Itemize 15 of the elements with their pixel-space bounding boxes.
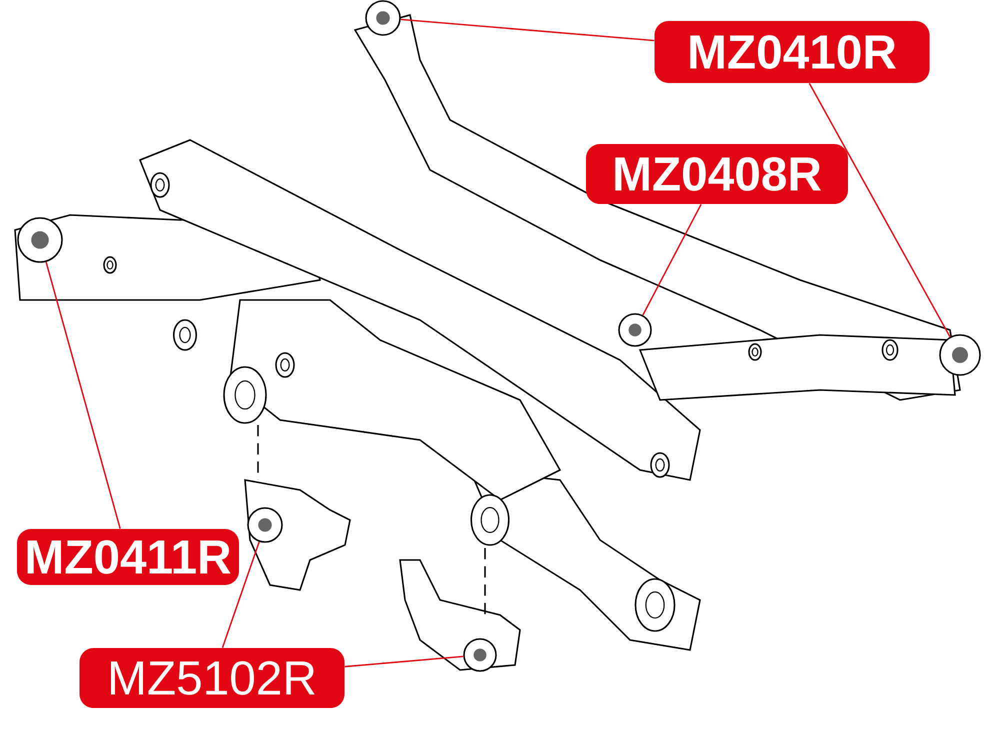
leader-line	[642, 204, 702, 316]
leader-line	[45, 262, 121, 529]
leader-line	[344, 656, 464, 668]
bushing	[618, 313, 652, 347]
bushing	[247, 507, 283, 543]
bushing	[17, 217, 63, 263]
part-number-label: MZ0411R	[17, 529, 239, 585]
part-number-label: MZ0408R	[586, 144, 848, 204]
bushing	[939, 334, 981, 376]
bushing	[365, 0, 401, 36]
bushing	[463, 638, 497, 672]
part-number-label: MZ0410R	[654, 21, 930, 83]
leader-line	[222, 542, 260, 648]
leader-line	[400, 18, 654, 42]
part-number-label: MZ5102R	[80, 648, 344, 708]
